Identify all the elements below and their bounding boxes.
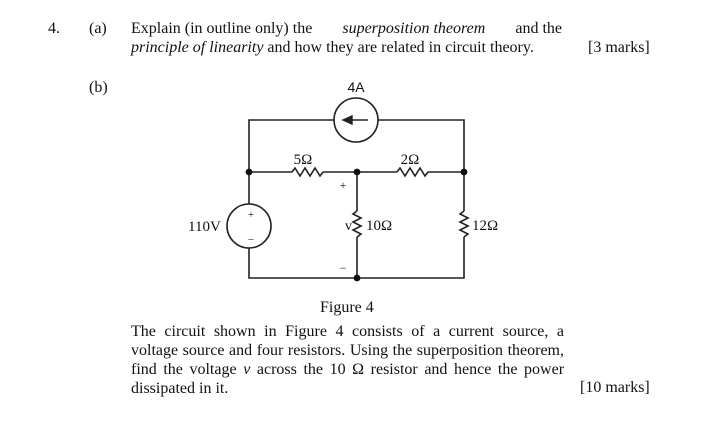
voltage-source-label: 110V: [188, 219, 221, 235]
part-b-label: (b): [89, 79, 108, 96]
figure-caption: Figure 4: [320, 299, 374, 316]
v-label: v: [345, 219, 352, 234]
part-a-line1: Explain (in outline only) the superposit…: [131, 20, 562, 38]
principle-of-linearity-term: principle of linearity: [131, 39, 264, 56]
part-b-variable-v: v: [243, 361, 251, 378]
resistor-2ohm: [396, 166, 429, 178]
node-dot: [245, 168, 253, 176]
part-a-line2-post: and how they are related in circuit theo…: [267, 39, 534, 56]
resistor-10ohm-label: 10Ω: [366, 218, 392, 234]
node-dot: [353, 168, 361, 176]
part-b-marks: [10 marks]: [580, 379, 650, 396]
part-b-text: The circuit shown in Figure 4 consists o…: [131, 322, 564, 398]
question-number: 4.: [48, 20, 60, 37]
resistor-5ohm-label: 5Ω: [294, 152, 313, 168]
resistor-12ohm-label: 12Ω: [472, 218, 498, 234]
voltage-source-minus: −: [248, 234, 254, 246]
part-a-line1-pre: Explain (in outline only) the: [131, 20, 313, 37]
part-b-text-post: across the 10 Ω resistor and hence the p…: [131, 361, 565, 397]
part-a-label: (a): [89, 20, 107, 37]
resistor-12ohm: [458, 210, 470, 238]
resistor-10ohm: [351, 210, 363, 238]
current-source-label: 4A: [347, 79, 365, 95]
v-minus: −: [340, 261, 347, 275]
superposition-theorem-term: superposition theorem: [342, 20, 486, 37]
part-a-line1-post: and the: [515, 20, 562, 37]
part-b-text-pre: The circuit shown in Figure 4 consists o…: [131, 323, 564, 378]
current-arrow-head: [341, 114, 353, 126]
part-a-line2: principle of linearity and how they are …: [131, 39, 534, 57]
resistor-2ohm-label: 2Ω: [401, 152, 420, 168]
voltage-source-plus: +: [248, 209, 254, 221]
resistor-5ohm: [291, 166, 324, 178]
node-dot: [353, 274, 361, 282]
top-wire-left: [248, 119, 334, 172]
node-dot: [460, 168, 468, 176]
v-plus: +: [340, 178, 347, 192]
part-a-marks: [3 marks]: [588, 39, 650, 56]
current-source-circle: [333, 97, 379, 143]
top-wire-right: [378, 119, 465, 172]
